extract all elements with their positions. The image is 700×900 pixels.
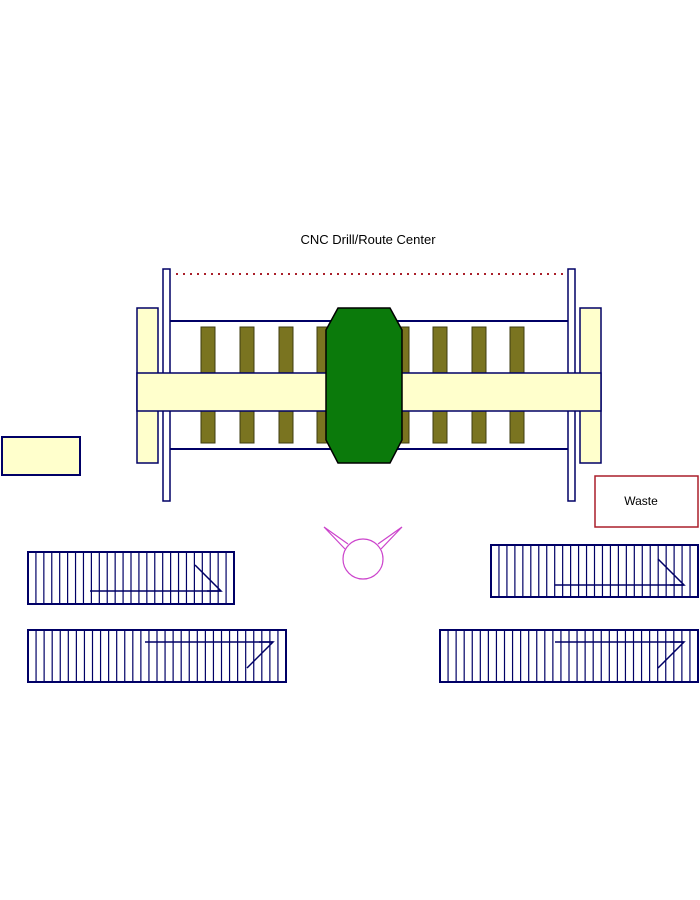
flow-arrow-head bbox=[657, 558, 686, 586]
spindle-head bbox=[325, 307, 403, 464]
waste-bin: Waste bbox=[594, 475, 699, 528]
waste-box bbox=[594, 475, 699, 528]
conveyors bbox=[27, 544, 699, 683]
flow-arrow-head bbox=[246, 641, 275, 669]
operator-icon bbox=[323, 526, 403, 580]
cnc-machine bbox=[136, 268, 602, 502]
diagram-title: CNC Drill/Route Center bbox=[300, 232, 436, 247]
flow-arrow-head bbox=[194, 564, 223, 592]
flow-arrow-icon bbox=[555, 558, 686, 586]
flow-arrow-icon bbox=[555, 641, 686, 669]
conveyor-left-bottom bbox=[27, 629, 287, 683]
flow-arrow-head bbox=[657, 641, 686, 669]
conveyor-right-bottom bbox=[439, 629, 699, 683]
conveyor-left-top bbox=[27, 551, 235, 605]
waste-label: Waste bbox=[624, 494, 658, 508]
loading-station bbox=[1, 436, 81, 476]
conveyor-right-top bbox=[490, 544, 699, 598]
flow-arrow-icon bbox=[90, 564, 223, 592]
flow-arrow-icon bbox=[145, 641, 275, 669]
